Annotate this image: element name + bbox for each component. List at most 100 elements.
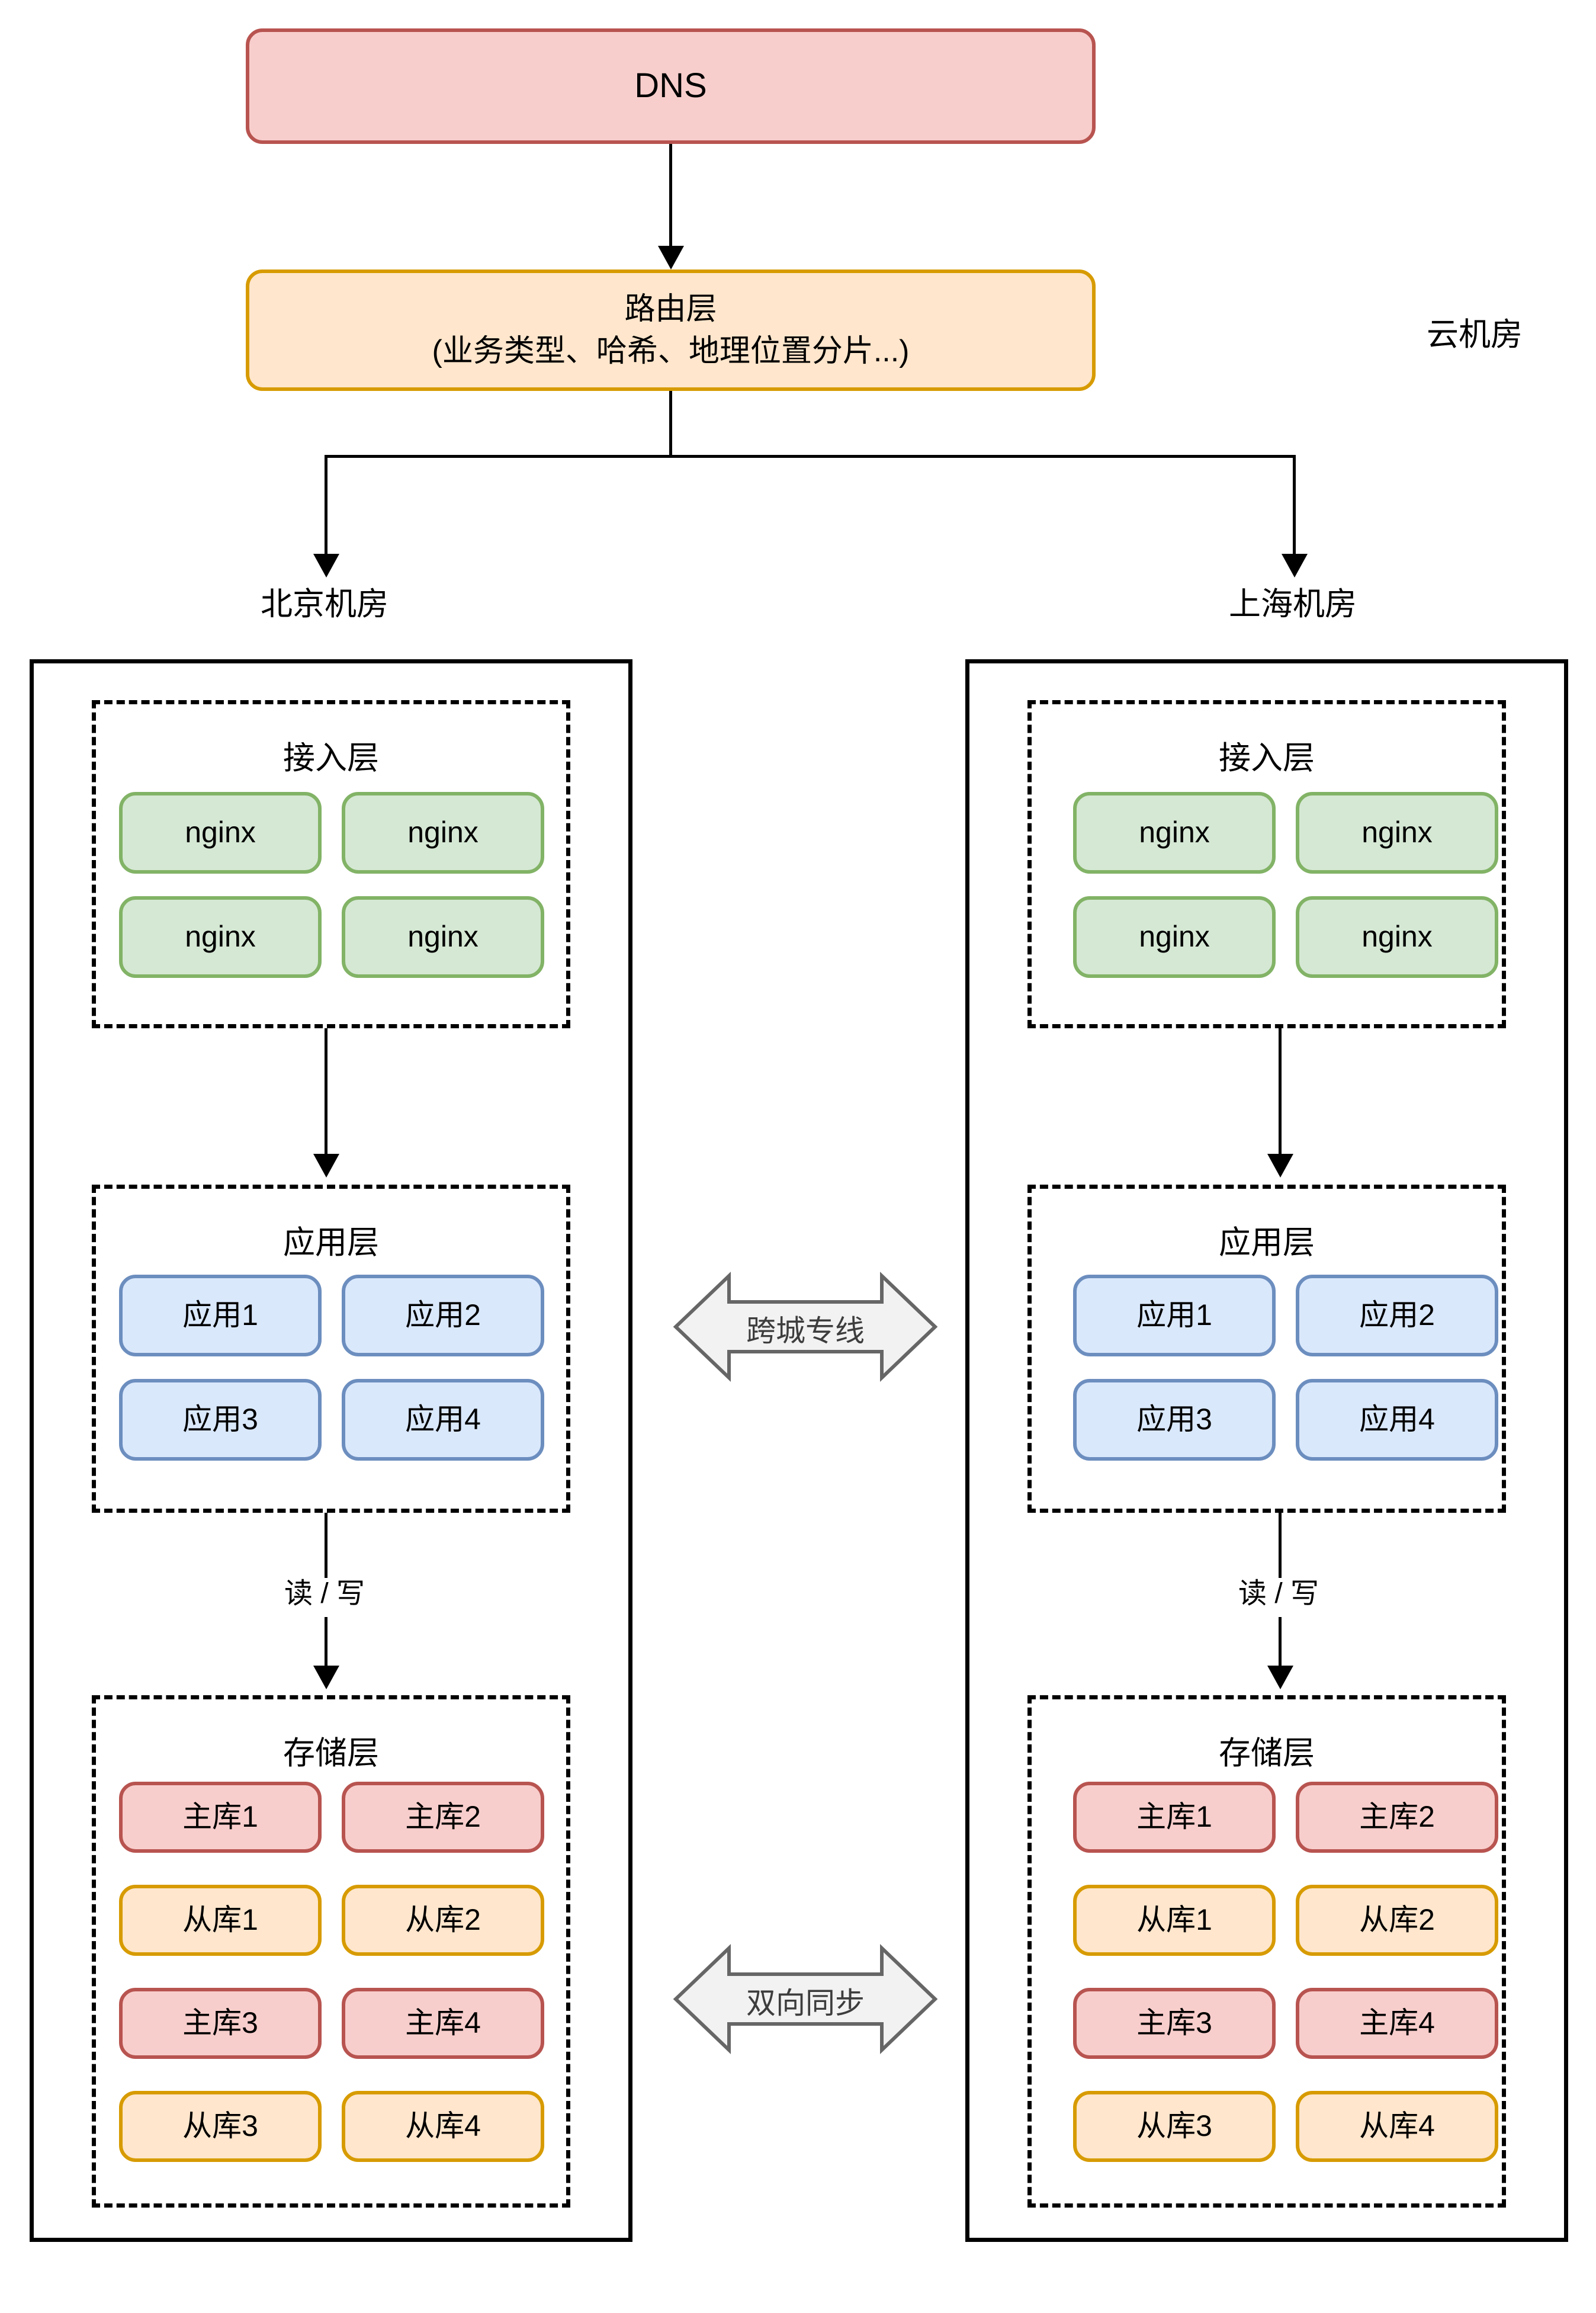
node-label: nginx (407, 816, 479, 849)
node-beijing-master-2: 主库2 (342, 1782, 544, 1853)
connector-shanghai-app-to-storage-upper (1279, 1513, 1282, 1578)
layer-title-shanghai-app: 应用层 (1219, 1225, 1315, 1260)
node-shanghai-master-3: 主库3 (1073, 1988, 1276, 2059)
node-beijing-master-1: 主库1 (119, 1782, 322, 1853)
node-label: 主库3 (182, 2006, 258, 2040)
cross-link-db-arrow: 双向同步 (672, 1940, 939, 2058)
node-beijing-slave-1: 从库1 (119, 1885, 322, 1956)
node-label: nginx (1361, 816, 1433, 849)
node-beijing-slave-2: 从库2 (342, 1885, 544, 1956)
node-label: 应用1 (182, 1298, 258, 1332)
label-beijing-read-write: 读 / 写 (284, 1578, 365, 1609)
node-label: 主库4 (1359, 2006, 1435, 2040)
node-shanghai-nginx-1: nginx (1073, 792, 1276, 874)
node-label: 从库3 (1136, 2109, 1212, 2143)
node-beijing-slave-4: 从库4 (342, 2091, 544, 2162)
cloud-datacenter-label: 云机房 (1427, 317, 1523, 352)
node-label: nginx (1139, 816, 1210, 849)
node-shanghai-app-4: 应用4 (1296, 1379, 1498, 1461)
layer-title-shanghai-storage: 存储层 (1219, 1735, 1315, 1771)
node-label: nginx (1361, 920, 1433, 954)
double-arrow-icon (673, 1271, 938, 1382)
connector-beijing-app-to-storage-lower (325, 1617, 327, 1673)
node-label: 主库4 (405, 2006, 481, 2040)
node-beijing-nginx-4: nginx (342, 896, 544, 978)
node-label: nginx (185, 816, 256, 849)
label-shanghai-read-write: 读 / 写 (1238, 1578, 1319, 1609)
node-shanghai-app-3: 应用3 (1073, 1379, 1276, 1461)
node-shanghai-slave-4: 从库4 (1296, 2091, 1498, 2162)
node-beijing-app-3: 应用3 (119, 1379, 322, 1461)
node-label: 应用4 (405, 1403, 481, 1436)
node-label: 主库2 (405, 1800, 481, 1834)
node-label: 从库2 (1359, 1903, 1435, 1937)
cross-link-app-arrow: 跨城专线 (672, 1268, 939, 1386)
layer-title-shanghai-access: 接入层 (1219, 740, 1315, 776)
arrowhead-shanghai-app-to-storage (1267, 1666, 1293, 1689)
arrowhead-beijing-app-to-storage (313, 1666, 339, 1689)
layer-container-shanghai-access: 接入层 (1027, 700, 1506, 1028)
arrowhead-beijing-access-to-app (313, 1154, 339, 1178)
connector-shanghai-access-to-app (1279, 1028, 1282, 1162)
node-label: 应用3 (182, 1403, 258, 1436)
node-label: 应用2 (1359, 1298, 1435, 1332)
node-shanghai-nginx-4: nginx (1296, 896, 1498, 978)
node-shanghai-master-1: 主库1 (1073, 1782, 1276, 1853)
node-label: 应用4 (1359, 1403, 1435, 1436)
node-label: 从库4 (405, 2109, 481, 2143)
layer-title-beijing-app: 应用层 (283, 1225, 379, 1260)
node-label: 主库3 (1136, 2006, 1212, 2040)
connector-beijing-app-to-storage-upper (325, 1513, 327, 1578)
node-beijing-master-3: 主库3 (119, 1988, 322, 2059)
arrowhead-shanghai-access-to-app (1267, 1154, 1293, 1178)
node-label: 从库2 (405, 1903, 481, 1937)
arrowhead-to-beijing (313, 554, 339, 578)
layer-container-beijing-access: 接入层 (92, 700, 570, 1028)
node-shanghai-master-4: 主库4 (1296, 1988, 1498, 2059)
node-label: 主库1 (1136, 1800, 1212, 1834)
node-shanghai-nginx-2: nginx (1296, 792, 1498, 874)
node-shanghai-slave-2: 从库2 (1296, 1885, 1498, 1956)
node-label: nginx (185, 920, 256, 954)
routing-layer-node: 路由层 (业务类型、哈希、地理位置分片...) (246, 270, 1096, 391)
dns-label: DNS (634, 66, 707, 105)
node-beijing-app-1: 应用1 (119, 1275, 322, 1356)
connector-routing-left-drop (325, 455, 327, 562)
routing-layer-title: 路由层 (624, 292, 717, 327)
node-beijing-slave-3: 从库3 (119, 2091, 322, 2162)
node-label: 从库3 (182, 2109, 258, 2143)
node-beijing-app-4: 应用4 (342, 1379, 544, 1461)
node-label: 应用1 (1136, 1298, 1212, 1332)
layer-title-beijing-storage: 存储层 (283, 1735, 379, 1771)
layer-container-shanghai-storage: 存储层 (1027, 1695, 1506, 2208)
node-beijing-app-2: 应用2 (342, 1275, 544, 1356)
arrowhead-to-shanghai (1282, 554, 1308, 578)
node-beijing-nginx-2: nginx (342, 792, 544, 874)
layer-container-beijing-app: 应用层 (92, 1185, 570, 1513)
node-label: 从库1 (1136, 1903, 1212, 1937)
dns-node: DNS (246, 28, 1096, 144)
node-beijing-nginx-1: nginx (119, 792, 322, 874)
node-label: 主库1 (182, 1800, 258, 1834)
connector-routing-bus (325, 455, 1296, 458)
node-label: 主库2 (1359, 1800, 1435, 1834)
layer-title-beijing-access: 接入层 (283, 740, 379, 776)
node-shanghai-master-2: 主库2 (1296, 1782, 1498, 1853)
node-beijing-nginx-3: nginx (119, 896, 322, 978)
node-label: 从库1 (182, 1903, 258, 1937)
node-beijing-master-4: 主库4 (342, 1988, 544, 2059)
node-shanghai-app-2: 应用2 (1296, 1275, 1498, 1356)
double-arrow-icon (673, 1943, 938, 2055)
datacenter-label-beijing: 北京机房 (261, 586, 388, 622)
layer-container-beijing-storage: 存储层 (92, 1695, 570, 2208)
connector-routing-trunk (669, 391, 672, 456)
cross-link-app-label: 跨城专线 (746, 1314, 865, 1348)
datacenter-label-shanghai: 上海机房 (1229, 586, 1357, 622)
node-label: 应用3 (1136, 1403, 1212, 1436)
arrowhead-dns-to-routing (658, 246, 684, 270)
node-shanghai-slave-3: 从库3 (1073, 2091, 1276, 2162)
connector-shanghai-app-to-storage-lower (1279, 1617, 1282, 1673)
layer-container-shanghai-app: 应用层 (1027, 1185, 1506, 1513)
node-shanghai-slave-1: 从库1 (1073, 1885, 1276, 1956)
